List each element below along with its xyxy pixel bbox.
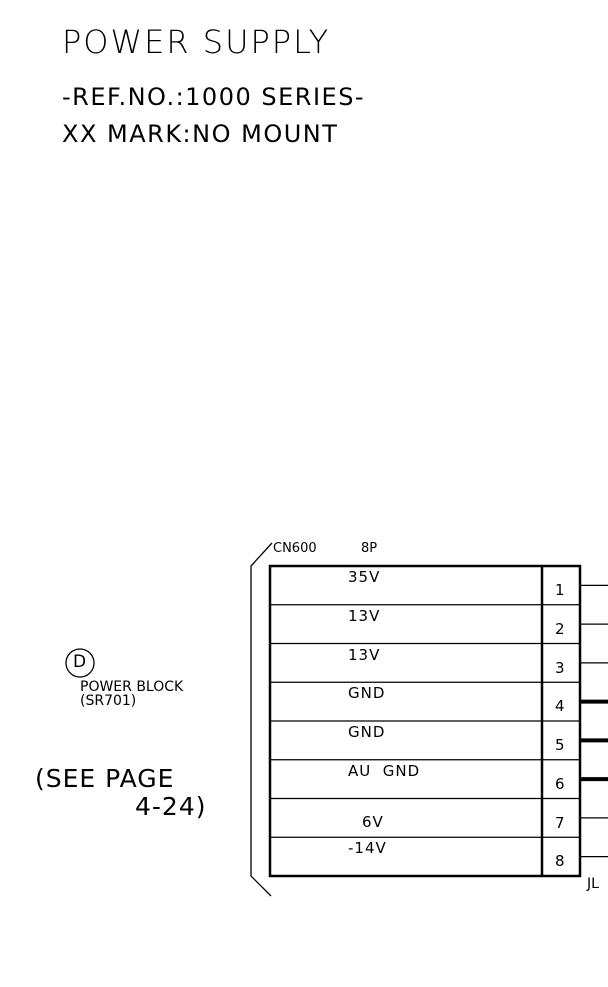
pin-number: 2 <box>555 619 565 638</box>
connector-suffix: JL <box>587 876 599 892</box>
block-name: POWER BLOCK <box>80 679 184 695</box>
pin-signal-label: AU GND <box>348 761 421 780</box>
connector-bracket <box>250 542 273 897</box>
see-page-line1: (SEE PAGE <box>35 764 175 793</box>
pin-signal-label: 6V <box>362 812 384 831</box>
ref-number: -REF.NO.:1000 SERIES- <box>62 83 366 111</box>
mount-note: XX MARK:NO MOUNT <box>62 120 339 148</box>
page-title: POWER SUPPLY <box>62 23 331 61</box>
pin-number: 3 <box>555 658 565 677</box>
connector-name: CN600 <box>273 541 317 556</box>
pin-signal-label: GND <box>348 723 386 741</box>
pin-number: 5 <box>555 736 565 754</box>
pin-number: 8 <box>555 852 565 871</box>
see-page-line2: 4-24) <box>135 792 207 821</box>
pin-signal-label: -14V <box>348 839 387 858</box>
block-marker-letter: D <box>73 652 87 672</box>
pin-number: 4 <box>555 697 565 716</box>
pin-number: 1 <box>555 581 565 599</box>
pin-signal-label: GND <box>348 684 386 703</box>
pin-signal-label: 13V <box>348 606 381 625</box>
block-part: (SR701) <box>80 693 137 709</box>
pin-number: 6 <box>555 774 565 793</box>
pin-number: 7 <box>555 813 565 832</box>
connector-pin-count: 8P <box>361 541 378 556</box>
block-marker-circle <box>65 648 95 678</box>
pin-signal-label: 13V <box>348 645 381 664</box>
pin-signal-label: 35V <box>348 568 381 586</box>
